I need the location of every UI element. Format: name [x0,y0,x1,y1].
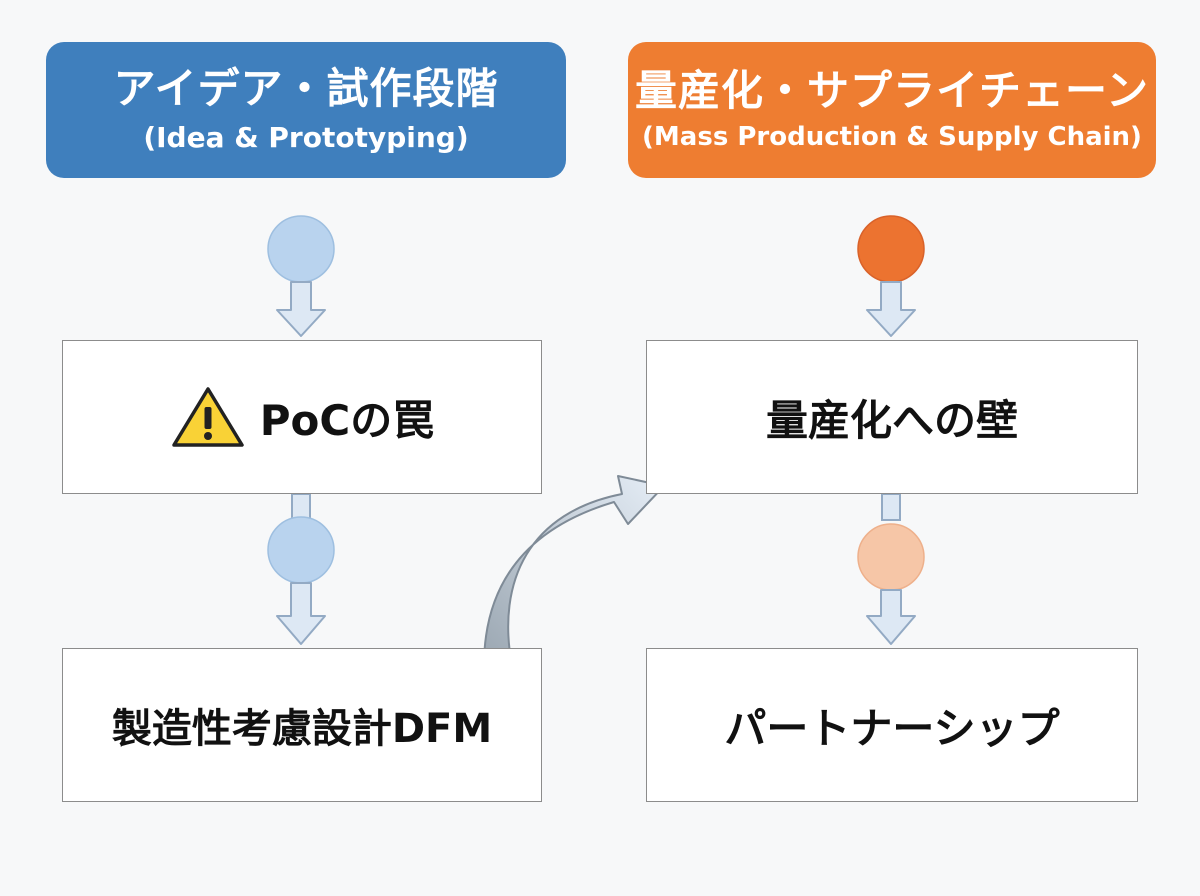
header-left-title: アイデア・試作段階 [113,64,499,114]
right-down-arrow-2 [866,589,916,645]
left-start-node [267,215,335,283]
right-down-arrow-1 [866,281,916,337]
left-connector-stem [291,493,311,521]
step-poc-trap: PoCの罠 [62,340,542,494]
step-poc-trap-label: PoCの罠 [259,395,435,445]
left-down-arrow-1 [276,281,326,337]
left-middle-node [267,516,335,584]
warning-icon [172,387,244,447]
left-down-arrow-2 [276,582,326,645]
header-right-subtitle: (Mass Production & Supply Chain) [642,121,1142,152]
header-mass-production: 量産化・サプライチェーン (Mass Production & Supply C… [628,42,1156,178]
step-partnership: パートナーシップ [646,648,1138,802]
right-start-node [857,215,925,283]
header-idea-prototyping: アイデア・試作段階 (Idea & Prototyping) [46,42,566,178]
curved-transition-arrow [483,475,665,667]
step-dfm: 製造性考慮設計DFM [62,648,542,802]
header-left-subtitle: (Idea & Prototyping) [143,120,469,154]
step-dfm-label: 製造性考慮設計DFM [111,706,493,752]
step-partnership-label: パートナーシップ [724,703,1060,753]
right-middle-node [857,523,925,591]
header-right-title: 量産化・サプライチェーン [635,65,1149,115]
right-connector-stem [881,493,901,521]
step-mass-production-wall: 量産化への壁 [646,340,1138,494]
step-mass-production-wall-label: 量産化への壁 [765,395,1018,445]
